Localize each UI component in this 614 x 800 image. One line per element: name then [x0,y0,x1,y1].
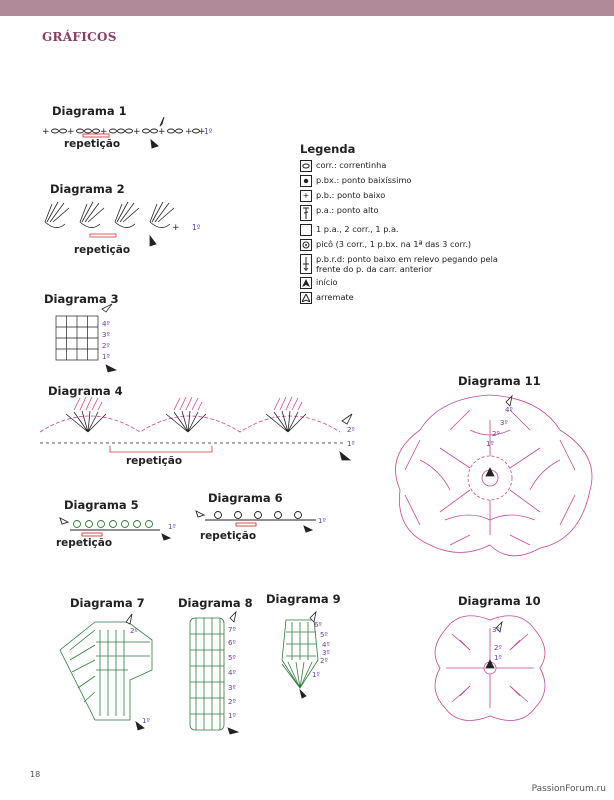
picot-symbol-icon [300,239,312,251]
diagram-4-label: Diagrama 4 [48,384,123,398]
row-label: 4º [102,320,110,328]
row-label: 3º [322,649,330,657]
diagram-5-chart [59,517,172,541]
legend-item: + p.b.: ponto baixo [300,190,500,202]
header-bar [0,0,614,16]
legend-item: corr.: correntinha [300,160,500,172]
row-label: 3º [492,626,500,634]
repeat-label-d2: repetição [74,244,131,256]
svg-text:+: + [133,127,141,137]
svg-text:+: + [67,127,75,137]
row-label: 4º [322,641,330,649]
row-label: 1º [204,127,213,136]
row-label: 2º [228,698,236,706]
row-label: 2º [492,430,500,438]
legend-item: arremate [300,292,500,304]
legend-item: 1 p.a., 2 corr., 1 p.a. [300,224,500,236]
svg-text:+: + [42,127,50,137]
svg-text:+: + [100,127,108,137]
row-label: 3º [228,684,236,692]
row-label: 5º [228,654,236,662]
diagram-9-chart [281,610,319,699]
diagram-9-label: Diagrama 9 [266,592,341,606]
diagram-10-label: Diagrama 10 [458,594,541,608]
double-crochet-symbol-icon [300,205,312,221]
row-label: 3º [102,331,110,339]
row-label: 1º [486,440,494,448]
diagram-7-chart [59,613,153,731]
legend-item: p.bx.: ponto baixíssimo [300,175,500,187]
row-label: 1º [102,353,110,361]
blank-symbol-icon [300,224,312,236]
row-label: 6º [314,621,322,629]
diagram-4-chart [39,396,353,461]
legend: Legenda corr.: correntinha p.bx.: ponto … [300,142,500,307]
section-title: GRÁFICOS [42,30,117,44]
diagram-11-chart [395,394,593,557]
start-arrow-icon [300,277,312,289]
diagram-7-label: Diagrama 7 [70,596,145,610]
diagram-8-label: Diagrama 8 [178,596,253,610]
single-crochet-symbol-icon: + [300,190,312,202]
svg-text:+: + [172,223,180,233]
repeat-label-d4: repetição [126,455,183,467]
row-label: 2º [347,426,355,434]
row-label: 2º [494,644,502,652]
row-label: 1º [192,223,201,232]
legend-title: Legenda [300,142,356,156]
legend-item: p.b.r.d: ponto baixo em relevo pegando p… [300,254,500,274]
diagram-8-chart [189,610,240,735]
row-label: 1º [312,671,320,679]
row-label: 6º [228,639,236,647]
diagram-1-chart: + + + + + + + [42,116,206,149]
diagram-3-label: Diagrama 3 [44,292,119,306]
legend-item: picô (3 corr., 1 p.bx. na 1ª das 3 corr.… [300,239,500,251]
watermark: PassionForum.ru [531,784,606,794]
svg-text:+: + [198,127,206,137]
repeat-label-d5: repetição [56,537,113,549]
svg-text:+: + [158,127,166,137]
diagram-1-label: Diagrama 1 [52,104,127,118]
diagram-3-chart [55,303,118,373]
diagram-2-chart: + [44,201,180,247]
row-label: 4º [228,669,236,677]
row-label: 3º [500,419,508,427]
row-label: 7º [228,626,236,634]
row-label: 1º [347,440,355,448]
row-label: 2º [130,627,138,635]
row-label: 5º [320,631,328,639]
page-number: 18 [30,770,41,779]
chain-symbol-icon [300,160,312,172]
diagram-2-label: Diagrama 2 [50,182,125,196]
legend-item: p.a.: ponto alto [300,205,500,221]
row-label: 4º [505,406,513,414]
row-label: 1º [318,517,326,525]
row-label: 1º [494,654,502,662]
repeat-label-d6: repetição [200,530,257,542]
svg-text:+: + [185,127,193,137]
diagram-6-label: Diagrama 6 [208,491,283,505]
row-label: 1º [228,712,236,720]
repeat-label-d1: repetição [64,138,121,150]
slip-stitch-symbol-icon [300,175,312,187]
diagram-5-label: Diagrama 5 [64,498,139,512]
row-label: 2º [320,657,328,665]
row-label: 2º [102,342,110,350]
diagram-10-chart [434,615,546,721]
row-label: 1º [142,717,150,725]
end-arrow-icon [300,292,312,304]
diagram-11-label: Diagrama 11 [458,374,541,388]
raised-stitch-symbol-icon [300,254,312,274]
row-label: 1º [168,523,176,531]
diagram-6-chart [195,510,316,533]
legend-item: início [300,277,500,289]
